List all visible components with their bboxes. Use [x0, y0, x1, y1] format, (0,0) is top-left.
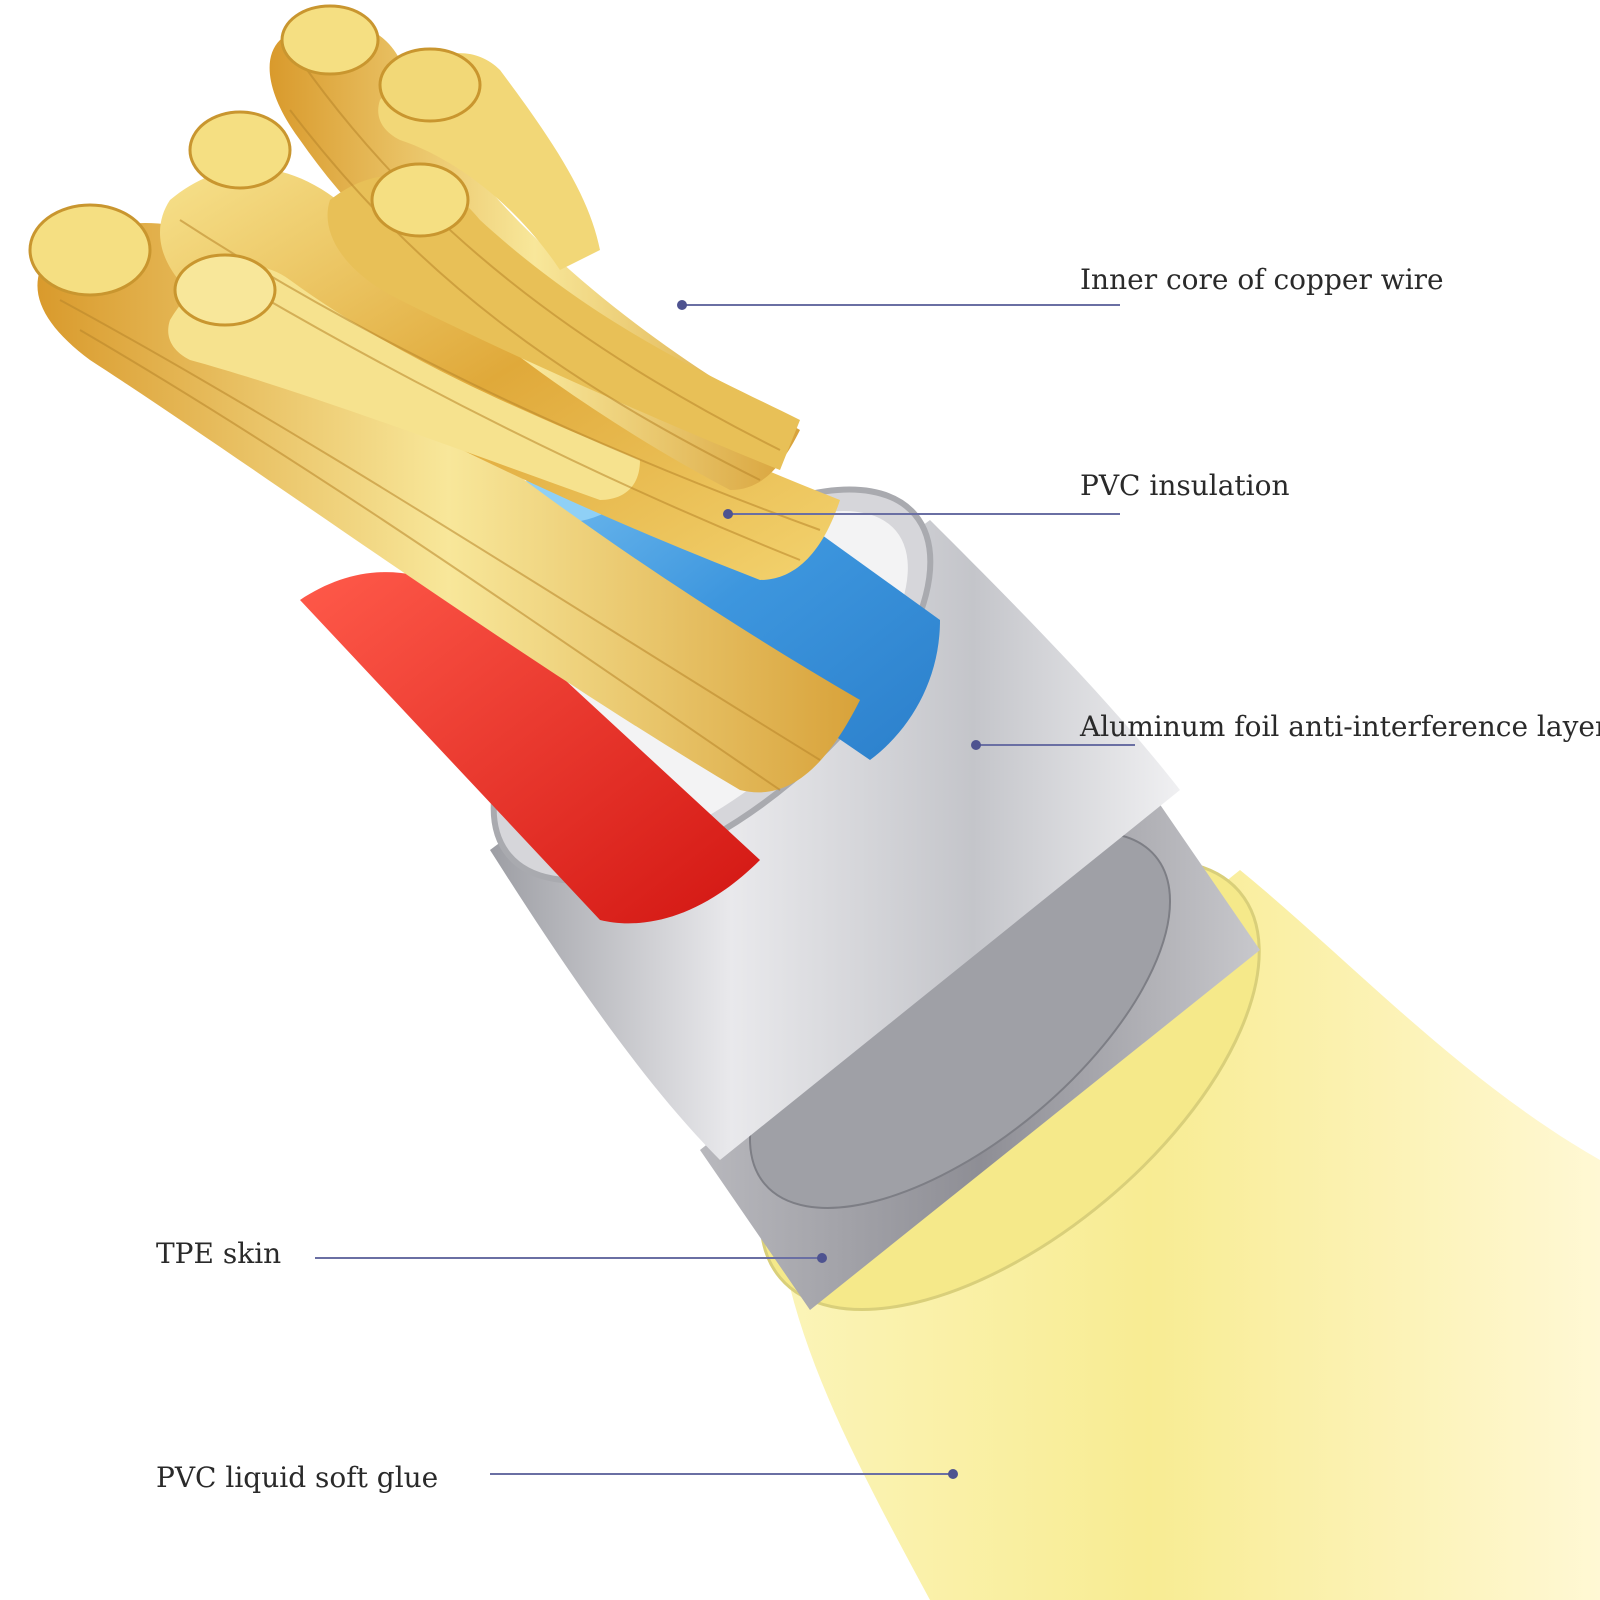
red-insulated-wire — [300, 572, 760, 924]
leader-dot-glue — [948, 1469, 958, 1479]
label-aluminum-foil-layer: Aluminum foil anti-interference layer — [1080, 710, 1600, 743]
label-pvc-liquid-soft-glue: PVC liquid soft glue — [156, 1461, 439, 1494]
leader-dots — [677, 300, 981, 1479]
leader-dot-pvc — [723, 509, 733, 519]
copper-wire-strands — [28, 4, 860, 793]
leader-lines — [315, 304, 1135, 1475]
label-pvc-insulation: PVC insulation — [1080, 469, 1290, 502]
leader-dot-tpe — [817, 1253, 827, 1263]
label-tpe-skin: TPE skin — [156, 1237, 282, 1270]
leader-dot-foil — [971, 740, 981, 750]
label-inner-core-copper-wire: Inner core of copper wire — [1080, 263, 1444, 296]
leader-dot-copper — [677, 300, 687, 310]
